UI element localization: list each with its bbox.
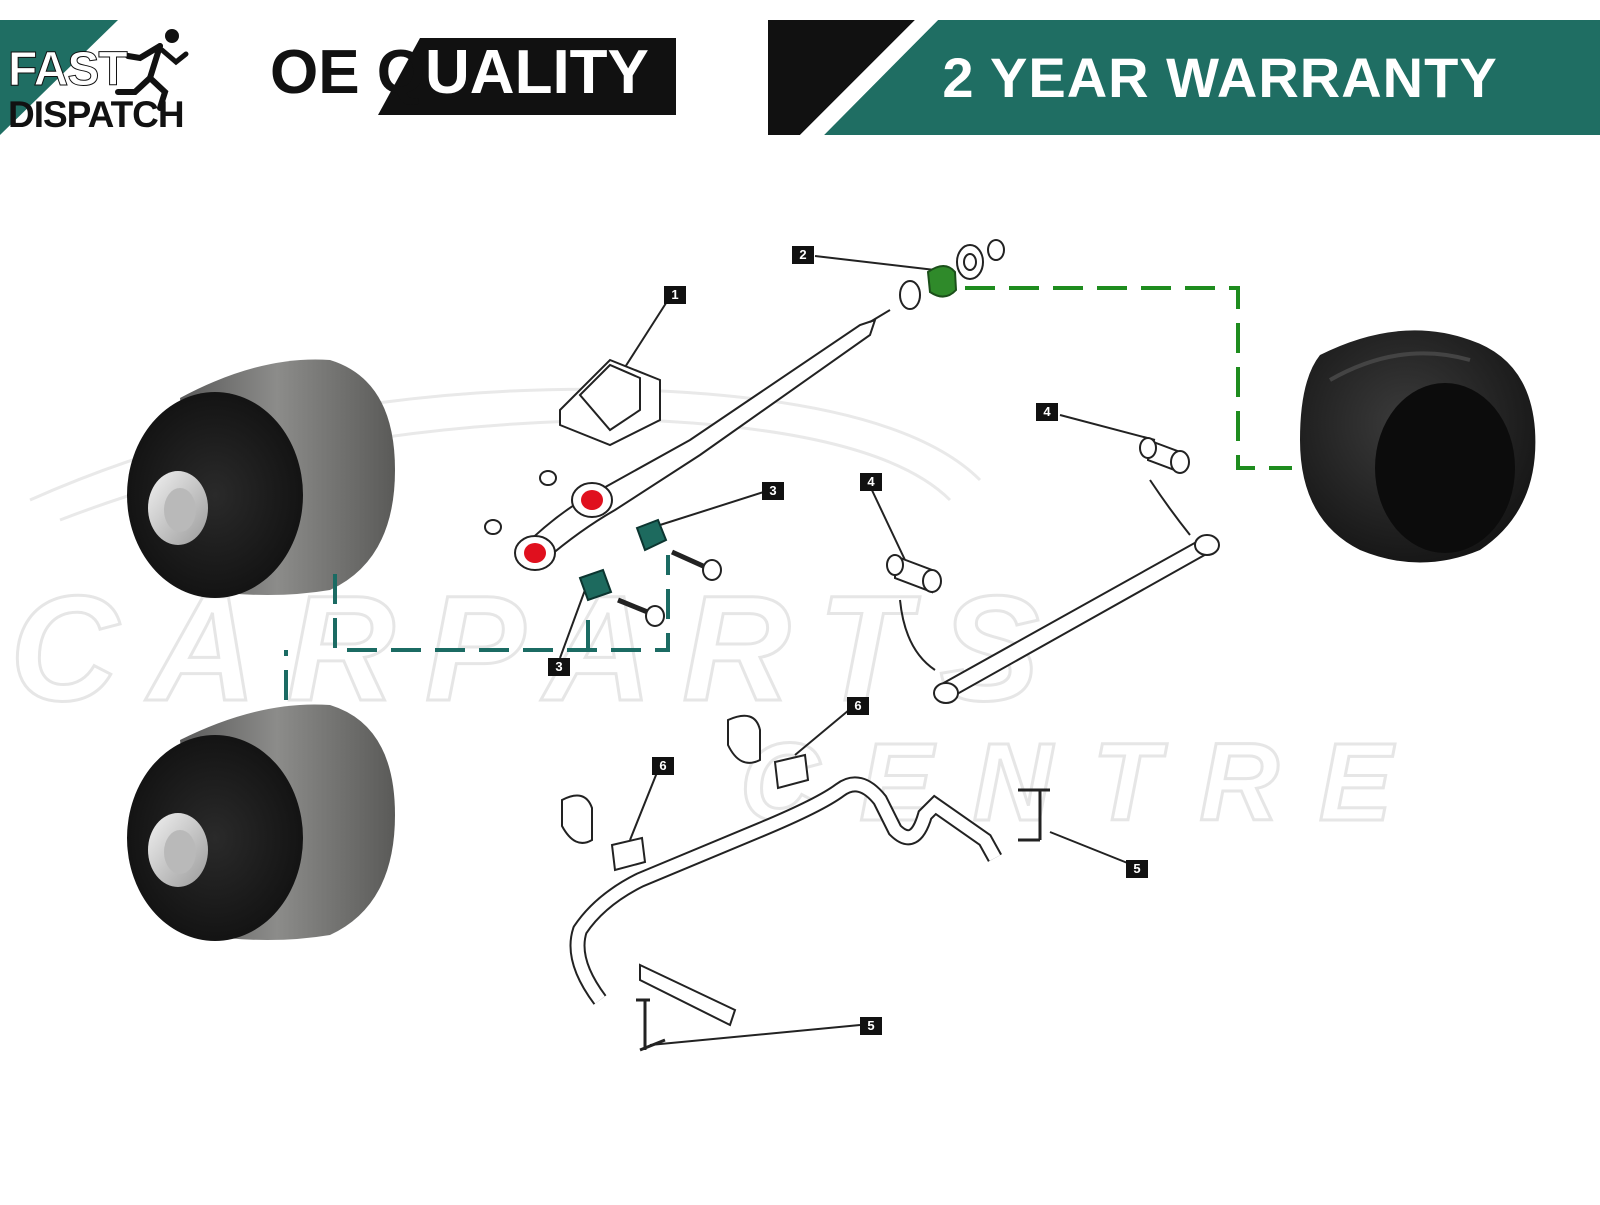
oe-quality-part-dark: OE Q <box>270 38 426 107</box>
callout-3a: 3 <box>762 482 784 500</box>
bushing-photo-right <box>1300 330 1536 563</box>
highlight-teal-bush-1 <box>635 518 668 552</box>
warranty-dark-wedge <box>768 20 915 135</box>
warranty-label: 2 YEAR WARRANTY <box>942 46 1498 109</box>
bushing-photo-top <box>127 359 395 598</box>
callout-5a: 5 <box>1126 860 1148 878</box>
callout-5b: 5 <box>860 1017 882 1035</box>
highlight-red-bush-1 <box>524 543 546 563</box>
callout-6a: 6 <box>847 697 869 715</box>
fast-label: FAST <box>8 43 129 96</box>
callout-4a: 4 <box>1036 403 1058 421</box>
quality-bar <box>378 38 676 115</box>
oe-quality-label: OE QUALITY <box>270 38 649 108</box>
callout-2: 2 <box>792 246 814 264</box>
callout-1: 1 <box>664 286 686 304</box>
exploded-suspension-diagram <box>484 239 1220 1052</box>
highlighted-parts <box>524 265 958 602</box>
callout-4b: 4 <box>860 473 882 491</box>
highlight-red-bush-2 <box>581 490 603 510</box>
dispatch-label: DISPATCH <box>8 94 185 135</box>
fast-dispatch-corner <box>0 20 118 135</box>
oe-quality-part-light: UALITY <box>425 38 649 107</box>
running-man-icon <box>115 29 189 111</box>
highlight-green-bush <box>926 265 958 298</box>
connector-lines <box>284 286 1292 700</box>
highlight-teal-bush-2 <box>578 568 613 602</box>
warranty-divider <box>800 20 938 135</box>
warranty-banner <box>824 20 1600 135</box>
oe-quality-text: OE QUALITY <box>270 38 649 107</box>
callout-3b: 3 <box>548 658 570 676</box>
callout-6b: 6 <box>652 757 674 775</box>
bushing-photo-bottom <box>127 704 395 941</box>
